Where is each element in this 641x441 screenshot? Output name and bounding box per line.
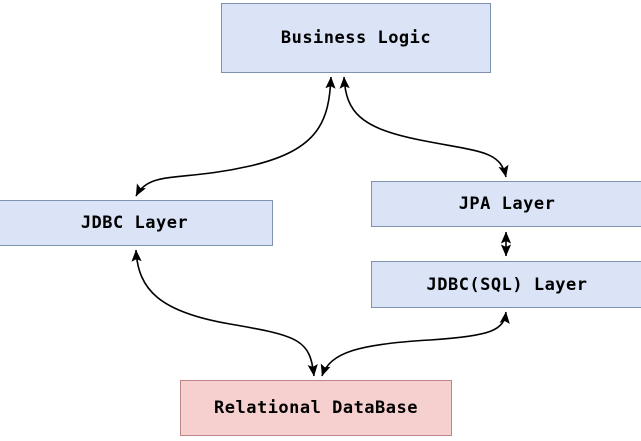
- node-label-jdbc-layer: JDBC Layer: [80, 213, 189, 233]
- node-jpa-layer[interactable]: JPA Layer: [371, 181, 641, 227]
- edge-business-logic-to-jpa-layer: [339, 76, 509, 178]
- node-relational-database[interactable]: Relational DataBase: [180, 380, 452, 436]
- node-label-relational-database: Relational DataBase: [214, 398, 418, 418]
- node-label-jdbc-sql-layer: JDBC(SQL) Layer: [426, 274, 588, 295]
- node-label-jpa-layer: JPA Layer: [458, 194, 556, 214]
- edge-jdbc-layer-to-relational-database: [131, 249, 318, 377]
- edge-business-logic-to-jdbc-layer: [135, 76, 336, 197]
- node-business-logic[interactable]: Business Logic: [221, 3, 491, 73]
- node-label-business-logic: Business Logic: [280, 28, 432, 48]
- node-jdbc-sql-layer[interactable]: JDBC(SQL) Layer: [371, 261, 641, 308]
- edge-relational-database-to-jdbc-sql-layer: [320, 311, 510, 377]
- node-jdbc-layer[interactable]: JDBC Layer: [0, 200, 273, 246]
